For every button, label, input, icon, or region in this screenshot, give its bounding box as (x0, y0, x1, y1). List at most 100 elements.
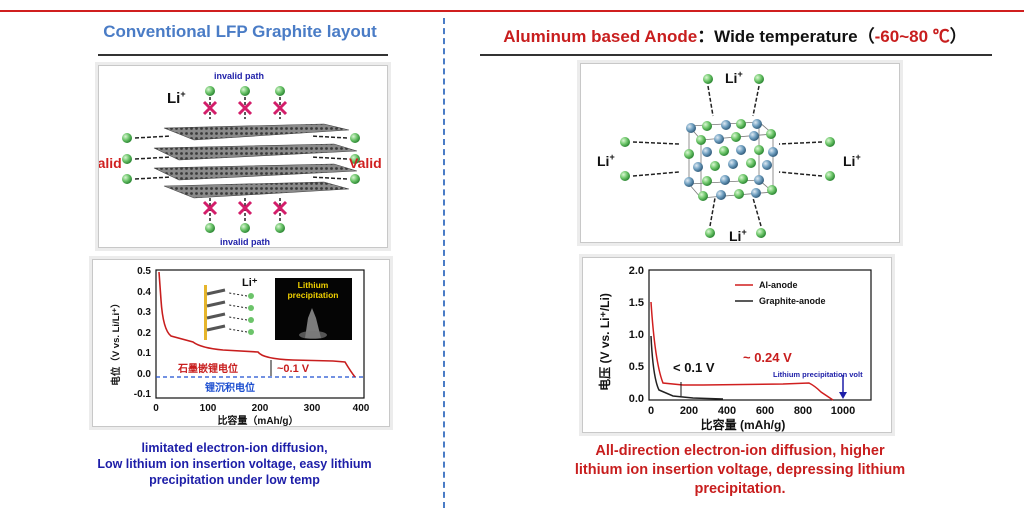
valid-label-right: Valid (349, 155, 382, 171)
right-caption-line: All-direction electron-ion diffusion, hi… (595, 443, 885, 459)
inward-arrows (632, 85, 823, 227)
crystal-diagram-panel: Li+ Li+ Li+ Li+ (580, 63, 900, 244)
annotation-0p24v: ~ 0.24 V (743, 350, 792, 365)
precipitation-arrow-head (839, 392, 847, 399)
photo-label-line1: Lithium (298, 280, 329, 290)
valid-label-left: Valid (99, 155, 122, 171)
left-ytick: 0.4 (137, 287, 151, 298)
li-ion (205, 86, 215, 96)
right-chart-panel: 电压 (V vs. Li⁺/Li) 2.0 1.5 1.0 0.5 0.0 0 … (582, 257, 892, 433)
right-ytick: 1.5 (629, 297, 644, 309)
li-ion (240, 86, 250, 96)
annotation-precipitation-volt: Lithium precipitation volt (773, 370, 863, 379)
right-title-underline (480, 54, 992, 56)
graphite-diagram-panel: invalid path Li+ (89, 65, 388, 248)
graphite-voltage-curve (158, 271, 356, 378)
photo-label-line2: precipitation (287, 290, 338, 300)
right-chart-ylabel: 电压 (V vs. Li⁺/Li) (597, 293, 612, 391)
deposition-potential-label: 锂沉积电位 (205, 381, 255, 394)
right-ions (350, 133, 360, 184)
left-chart-yticks: 0.5 0.4 0.3 0.2 0.1 0.0 -0.1 (134, 266, 152, 400)
legend-graphite-anode: Graphite-anode (759, 296, 826, 306)
left-xtick: 400 (353, 403, 370, 414)
right-ytick: 1.0 (629, 329, 644, 341)
right-caption-line: precipitation. (694, 481, 786, 497)
center-divider (443, 18, 445, 508)
left-ytick: -0.1 (134, 389, 152, 400)
left-xtick: 300 (304, 403, 321, 414)
left-chart-ylabel: 电位（V vs. Li/Li⁺） (110, 298, 122, 385)
side-arrows (134, 135, 348, 180)
top-block-marks (202, 100, 288, 116)
right-chart-yticks: 2.0 1.5 1.0 0.5 0.0 (629, 265, 644, 405)
right-xtick: 600 (756, 405, 774, 417)
li-ion-label-right: Li+ (843, 152, 861, 169)
right-voltage-chart: 电压 (V vs. Li⁺/Li) 2.0 1.5 1.0 0.5 0.0 0 … (597, 265, 872, 432)
right-xtick: 200 (680, 405, 698, 417)
left-ytick: 0.0 (137, 369, 151, 380)
left-title: Conventional LFP Graphite layout (103, 22, 377, 41)
delta-voltage-label: ~0.1 V (277, 363, 310, 375)
bottom-block-marks (202, 200, 288, 216)
right-title-main: Aluminum based Anode (503, 27, 698, 46)
inset-schematic: Li⁺ (204, 277, 258, 340)
right-title-end: ） (949, 27, 967, 46)
left-chart-xticks: 0 100 200 300 400 (153, 403, 370, 414)
inset-li-label: Li⁺ (242, 277, 258, 289)
left-voltage-chart: 电位（V vs. Li/Li⁺） 0.5 0.4 0.3 0.2 0.1 0.0… (110, 266, 370, 427)
right-ytick: 0.5 (629, 361, 644, 373)
right-chart-legend: Al-anode Graphite-anode (735, 280, 826, 306)
bottom-ions (205, 223, 285, 233)
invalid-path-top-label: invalid path (214, 71, 264, 81)
graphite-potential-label: 石墨嵌锂电位 (177, 362, 238, 375)
right-xtick: 800 (794, 405, 812, 417)
al-crystal-diagram: Li+ Li+ Li+ Li+ (597, 69, 861, 244)
annotation-lt-0p1v: < 0.1 V (673, 360, 715, 375)
left-caption-line: precipitation under low temp (149, 473, 320, 487)
right-ytick: 0.0 (629, 393, 644, 405)
left-ytick: 0.1 (137, 348, 151, 359)
top-ions (205, 86, 285, 96)
precipitation-photo: Lithium precipitation (275, 278, 352, 340)
graphite-diagram: invalid path Li+ (89, 71, 382, 247)
legend-al-anode: Al-anode (759, 280, 798, 290)
left-chart-xlabel: 比容量（mAh/g） (217, 414, 298, 427)
right-title: Aluminum based Anode：Wide temperature（-6… (470, 22, 1000, 47)
right-caption: All-direction electron-ion diffusion, hi… (520, 442, 960, 499)
left-xtick: 0 (153, 403, 159, 414)
lattice-atoms (684, 119, 778, 201)
left-chart-panel: 电位（V vs. Li/Li⁺） 0.5 0.4 0.3 0.2 0.1 0.0… (92, 259, 390, 427)
left-xtick: 100 (200, 403, 217, 414)
left-ytick: 0.2 (137, 328, 151, 339)
left-caption: limitated electron-ion diffusion, Low li… (62, 440, 407, 488)
right-xtick: 1000 (831, 405, 855, 417)
left-caption-line: limitated electron-ion diffusion, (141, 441, 328, 455)
left-caption-line: Low lithium ion insertion voltage, easy … (97, 457, 372, 471)
al-anode-curve (650, 301, 834, 401)
right-xtick: 0 (648, 405, 654, 417)
right-xtick: 400 (718, 405, 736, 417)
li-ion-label-bottom: Li+ (729, 227, 747, 244)
top-rule (0, 10, 1024, 12)
graphite-sheets (153, 123, 358, 199)
li-ion-label-top: Li+ (725, 69, 743, 86)
right-title-mid: ：Wide temperature（ (697, 27, 875, 46)
right-caption-line: lithium ion insertion voltage, depressin… (574, 462, 906, 478)
graphite-anode-curve (650, 335, 724, 400)
li-ion-label-left: Li+ (167, 89, 186, 107)
left-ytick: 0.5 (137, 266, 151, 277)
right-title-temp: -60~80 ℃ (874, 27, 950, 46)
left-title-underline (98, 54, 388, 56)
invalid-path-bottom-label: invalid path (220, 237, 270, 247)
right-ytick: 2.0 (629, 265, 644, 277)
left-ions (122, 133, 132, 184)
li-ion-label-left: Li+ (597, 152, 615, 169)
right-chart-xticks: 0 200 400 600 800 1000 (648, 405, 855, 417)
li-ion (275, 86, 285, 96)
right-chart-xlabel: 比容量 (mAh/g) (701, 417, 786, 432)
right-chart-axes-box (648, 269, 872, 401)
left-xtick: 200 (252, 403, 269, 414)
left-chart-axes-box (155, 269, 365, 399)
outer-ions (620, 74, 835, 238)
left-ytick: 0.3 (137, 307, 151, 318)
